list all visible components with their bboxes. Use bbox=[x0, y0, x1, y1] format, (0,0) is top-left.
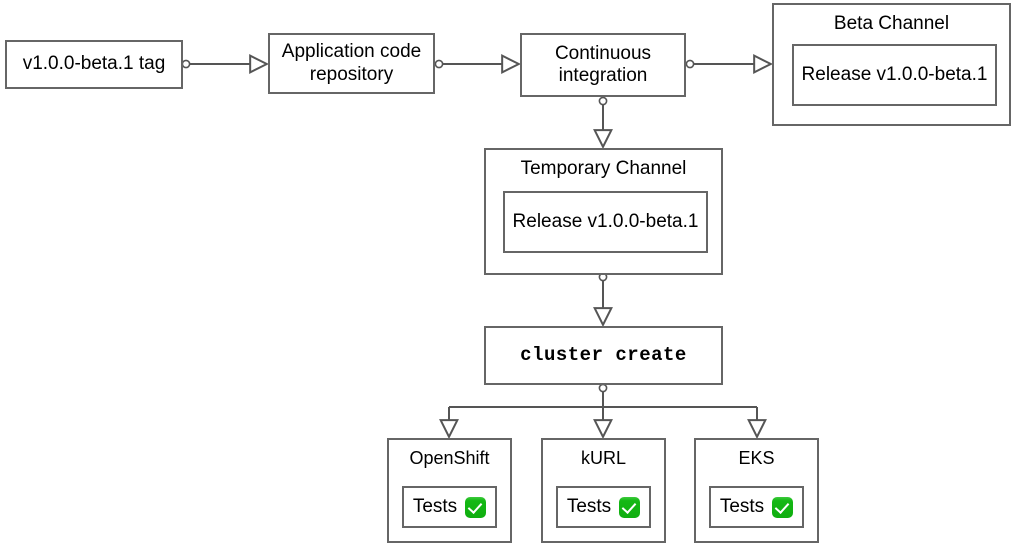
node-kurl-tests-label: Tests bbox=[566, 495, 612, 517]
node-beta-channel-release[interactable]: Release v1.0.0-beta.1 bbox=[792, 44, 997, 106]
node-kurl[interactable]: kURL Tests bbox=[541, 438, 666, 543]
node-openshift-title: OpenShift bbox=[409, 448, 490, 468]
node-cluster-create[interactable]: cluster create bbox=[484, 326, 723, 385]
node-openshift-tests[interactable]: Tests bbox=[402, 486, 497, 528]
node-cluster-create-label: cluster create bbox=[520, 344, 687, 367]
green-check-icon bbox=[619, 496, 641, 518]
green-check-icon bbox=[772, 496, 794, 518]
edge-tag-to-repo bbox=[181, 60, 266, 67]
node-temporary-channel-release[interactable]: Release v1.0.0-beta.1 bbox=[503, 191, 708, 253]
node-kurl-title: kURL bbox=[580, 448, 626, 468]
node-temporary-channel[interactable]: Temporary Channel Release v1.0.0-beta.1 bbox=[484, 148, 723, 275]
node-eks[interactable]: EKS Tests bbox=[694, 438, 819, 543]
edge-ci-to-temporary-channel bbox=[599, 96, 606, 146]
node-continuous-integration-label: Continuous integration bbox=[554, 42, 652, 86]
green-check-icon bbox=[465, 496, 487, 518]
node-temporary-channel-release-label: Release v1.0.0-beta.1 bbox=[512, 210, 699, 232]
node-beta-channel[interactable]: Beta Channel Release v1.0.0-beta.1 bbox=[772, 3, 1011, 126]
node-temporary-channel-title: Temporary Channel bbox=[520, 158, 687, 179]
node-eks-tests-label: Tests bbox=[719, 495, 765, 517]
node-beta-channel-title: Beta Channel bbox=[833, 13, 950, 34]
edge-cluster-create-fanout bbox=[449, 383, 757, 436]
edge-temporary-channel-to-cluster-create bbox=[599, 272, 606, 324]
edge-ci-to-beta-channel bbox=[685, 60, 770, 67]
node-openshift-tests-label: Tests bbox=[412, 495, 458, 517]
node-openshift[interactable]: OpenShift Tests bbox=[387, 438, 512, 543]
node-eks-title: EKS bbox=[738, 448, 775, 468]
node-application-code-repository-label: Application code repository bbox=[281, 41, 422, 85]
node-version-tag[interactable]: v1.0.0-beta.1 tag bbox=[5, 40, 183, 89]
node-kurl-tests[interactable]: Tests bbox=[556, 486, 651, 528]
edge-repo-to-ci bbox=[434, 60, 518, 67]
node-beta-channel-release-label: Release v1.0.0-beta.1 bbox=[801, 63, 988, 85]
node-continuous-integration[interactable]: Continuous integration bbox=[520, 33, 686, 97]
node-version-tag-label: v1.0.0-beta.1 tag bbox=[22, 53, 166, 75]
node-eks-tests[interactable]: Tests bbox=[709, 486, 804, 528]
node-application-code-repository[interactable]: Application code repository bbox=[268, 33, 435, 94]
